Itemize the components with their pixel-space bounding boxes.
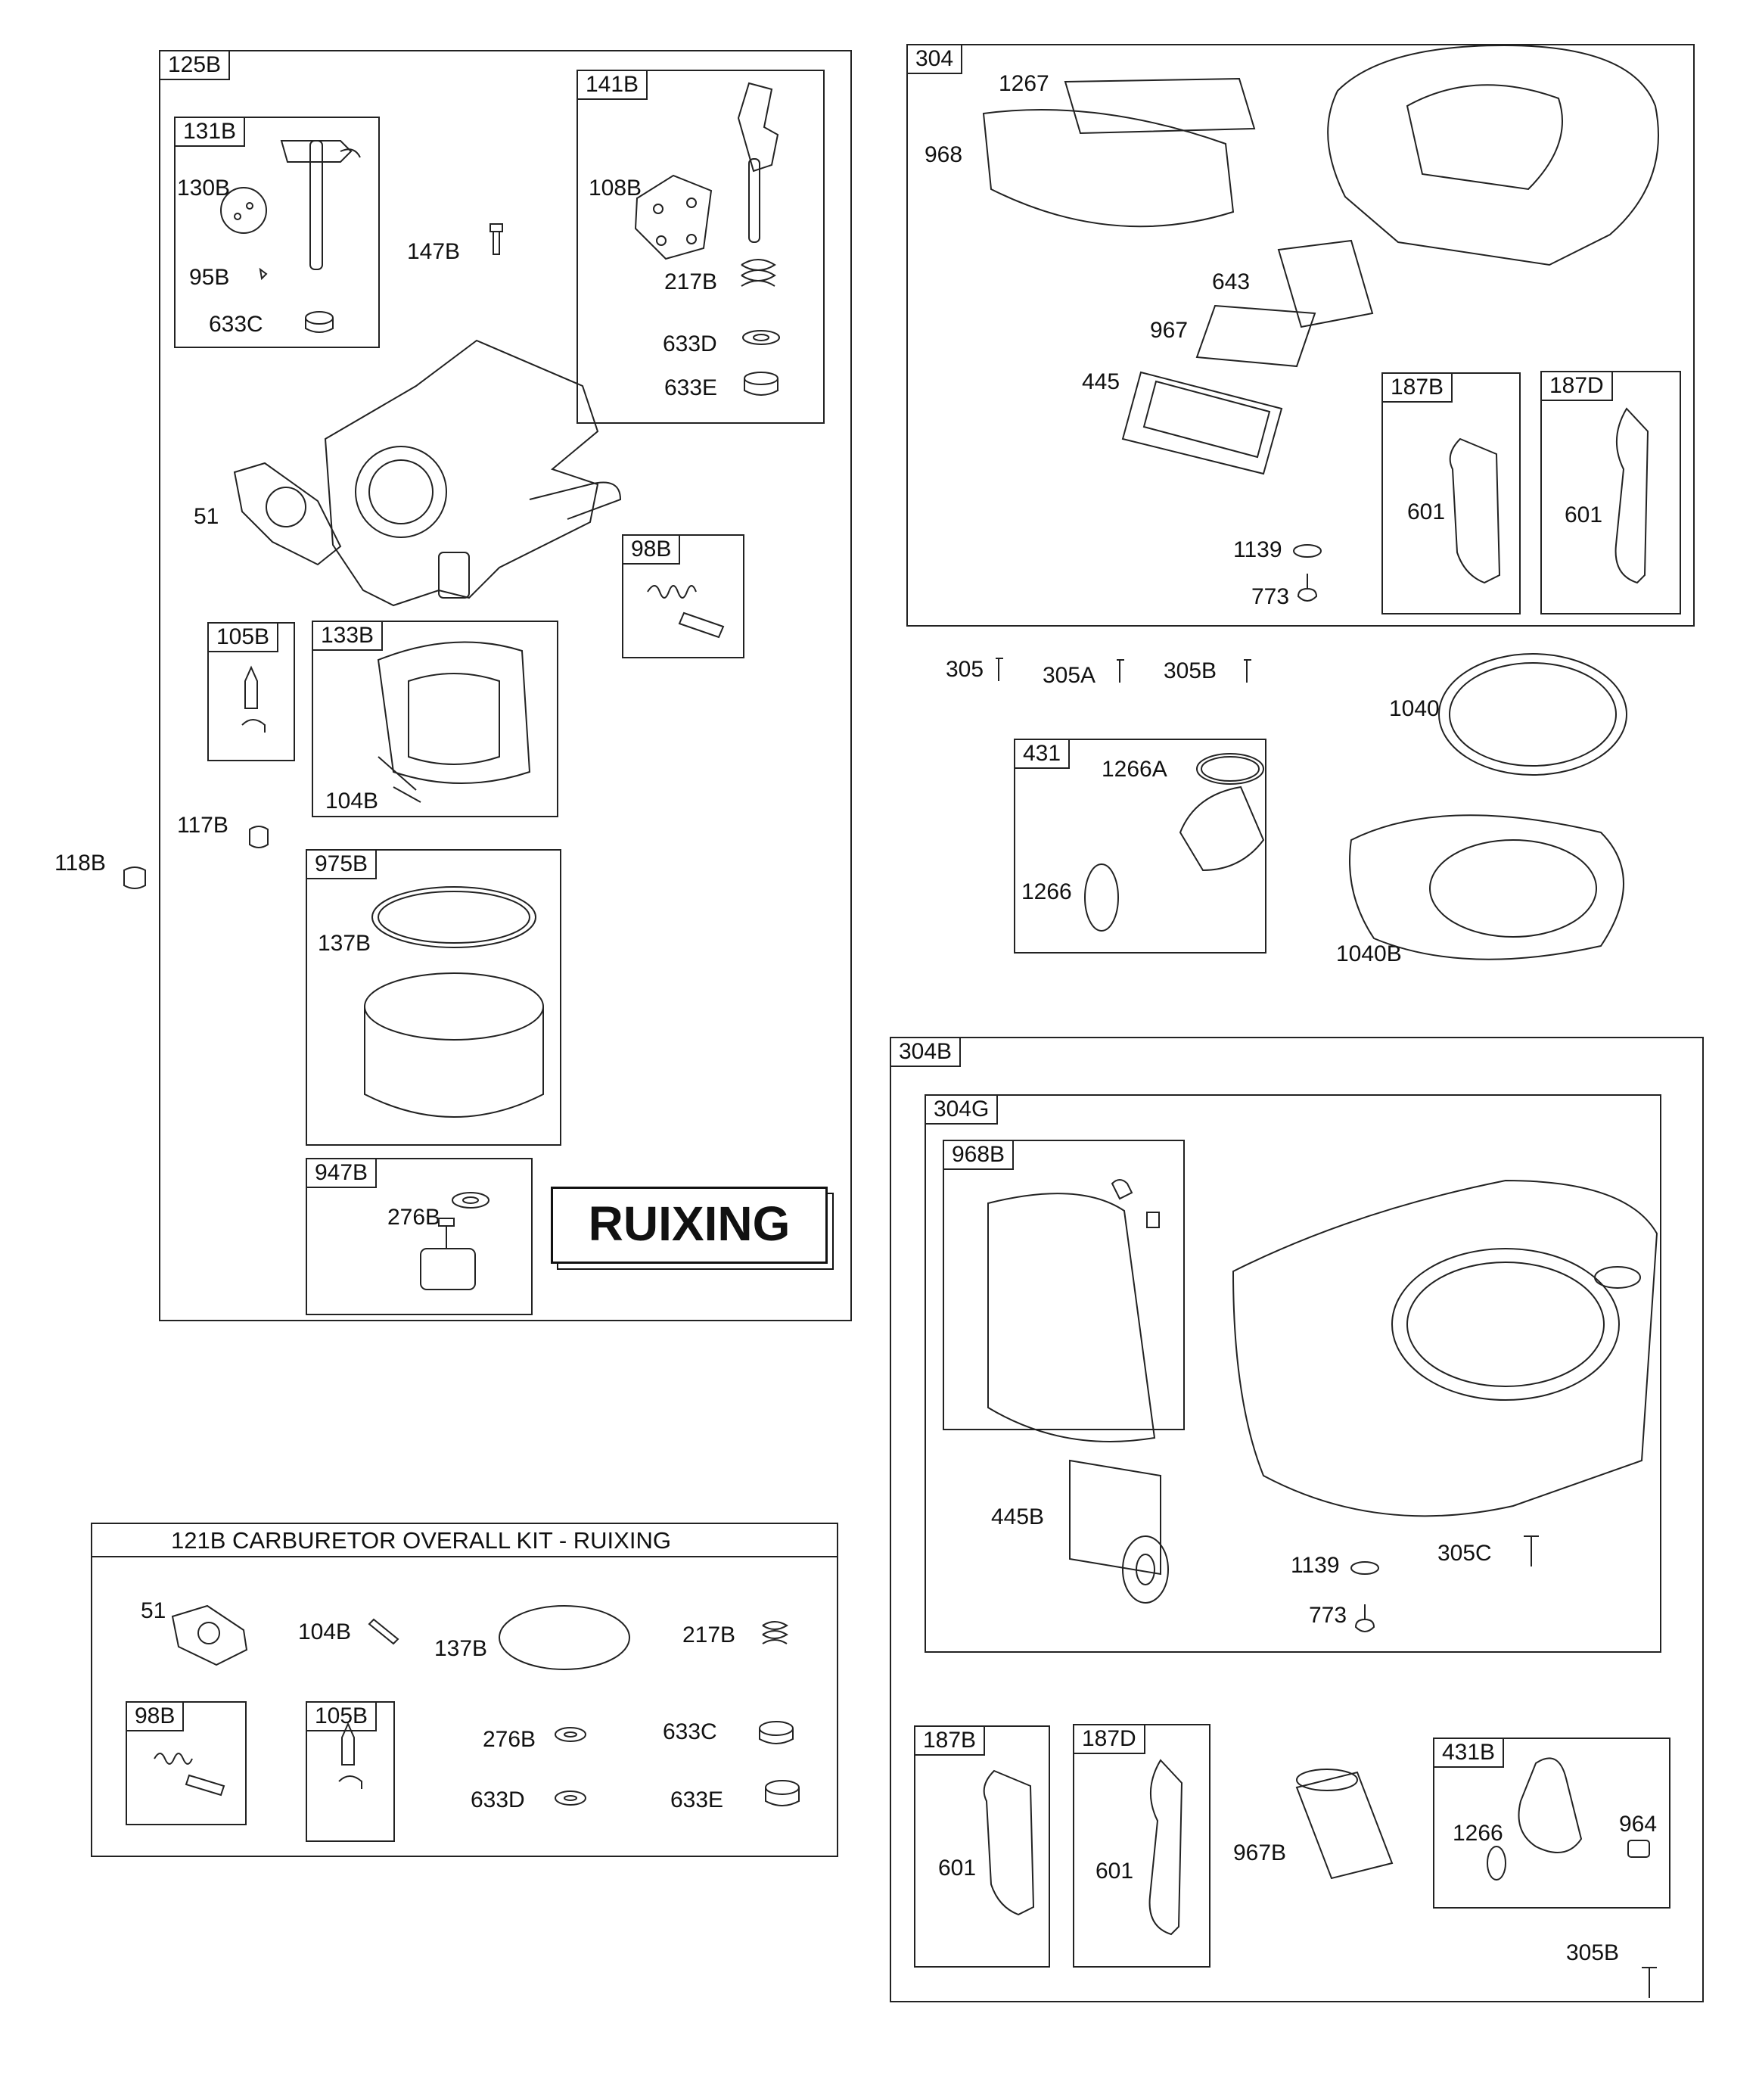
group-947B-frame [306, 1158, 533, 1315]
group-304-tag: 304 [906, 44, 963, 74]
label-1267: 1267 [999, 71, 1049, 96]
group-141B-tag: 141B [576, 70, 648, 100]
label-1040B: 1040B [1336, 941, 1402, 966]
label-305B: 305B [1164, 658, 1217, 683]
label-51: 51 [194, 504, 219, 529]
group-141B-frame [576, 70, 825, 424]
group-105B-tag: 105B [207, 622, 279, 652]
group-947B-tag: 947B [306, 1158, 378, 1188]
group-98B-tag: 98B [622, 534, 681, 565]
group-98B-frame [622, 534, 744, 658]
label-1139: 1139 [1233, 537, 1282, 562]
group-304G-frame [925, 1094, 1661, 1653]
label-104B: 104B [325, 789, 379, 814]
label-276B: 276B [387, 1205, 441, 1230]
group-968B-frame [943, 1140, 1185, 1430]
label-445: 445 [1082, 369, 1120, 394]
group-431-tag: 431 [1014, 739, 1071, 769]
label-967B: 967B [1233, 1840, 1287, 1865]
label-118B: 118B [54, 851, 106, 876]
label-601-d: 601 [1095, 1859, 1134, 1884]
group-187B-2-tag: 187B [914, 1725, 986, 1756]
group-431-frame [1014, 739, 1266, 954]
label-305C: 305C [1437, 1541, 1492, 1566]
label-305B-b: 305B [1566, 1940, 1620, 1965]
group-125B-frame [159, 50, 852, 1321]
label-633E: 633E [664, 375, 718, 400]
kit-label-633C: 633C [663, 1719, 717, 1744]
group-304-frame [906, 44, 1695, 627]
label-1040: 1040 [1389, 696, 1440, 721]
label-1266-b: 1266 [1453, 1821, 1503, 1846]
group-125B-tag: 125B [159, 50, 231, 80]
label-967: 967 [1150, 318, 1189, 343]
group-975B-tag: 975B [306, 849, 378, 879]
kit-98B-tag: 98B [126, 1701, 185, 1731]
label-147B: 147B [407, 239, 461, 264]
kit-label-276B: 276B [483, 1727, 536, 1752]
group-968B-tag: 968B [943, 1140, 1015, 1170]
brand-logo: RUIXING [551, 1187, 828, 1264]
group-187B-frame [1381, 372, 1521, 614]
group-133B-tag: 133B [312, 621, 384, 651]
label-1266: 1266 [1021, 879, 1072, 904]
group-187D-2-tag: 187D [1073, 1724, 1145, 1754]
kit-121B-title: 121B CARBURETOR OVERALL KIT - RUIXING [171, 1527, 671, 1554]
label-601-a: 601 [1407, 499, 1446, 524]
label-95B: 95B [189, 265, 230, 290]
group-431B-tag: 431B [1433, 1738, 1505, 1768]
group-187D-2-frame [1073, 1724, 1210, 1968]
group-131B-tag: 131B [174, 117, 246, 147]
label-1139-b: 1139 [1291, 1553, 1340, 1578]
label-964: 964 [1619, 1812, 1658, 1837]
label-305A: 305A [1043, 663, 1096, 688]
group-187B-2-frame [914, 1725, 1050, 1968]
label-217B: 217B [664, 269, 718, 294]
label-130B: 130B [177, 176, 231, 201]
kit-label-51: 51 [141, 1598, 166, 1623]
label-305: 305 [946, 657, 984, 682]
label-773-b: 773 [1309, 1603, 1347, 1628]
kit-label-217B: 217B [682, 1622, 736, 1647]
group-133B-frame [312, 621, 558, 817]
label-1266A: 1266A [1102, 757, 1167, 782]
group-304B-frame [890, 1037, 1704, 2002]
kit-label-104B: 104B [298, 1619, 352, 1644]
label-601-c: 601 [938, 1856, 977, 1881]
label-643: 643 [1212, 269, 1251, 294]
label-633D: 633D [663, 331, 717, 356]
kit-label-633E: 633E [670, 1787, 724, 1812]
label-445B: 445B [991, 1504, 1045, 1529]
label-108B: 108B [589, 176, 642, 201]
group-304G-tag: 304G [925, 1094, 999, 1125]
group-304B-tag: 304B [890, 1037, 962, 1067]
group-131B-frame [174, 117, 380, 348]
label-117B: 117B [177, 813, 228, 838]
plug-118B [124, 867, 145, 888]
label-773: 773 [1251, 584, 1290, 609]
kit-121B-title-bar [91, 1523, 838, 1557]
group-187B-tag: 187B [1381, 372, 1453, 403]
group-975B-frame [306, 849, 561, 1146]
kit-105B-tag: 105B [306, 1701, 378, 1731]
kit-98B-frame [126, 1701, 247, 1825]
group-431B-frame [1433, 1738, 1670, 1909]
kit-label-633D: 633D [471, 1787, 525, 1812]
label-968: 968 [925, 142, 963, 167]
kit-label-137B: 137B [434, 1636, 488, 1661]
label-137B: 137B [318, 931, 371, 956]
group-187D-frame [1540, 371, 1681, 614]
label-633C: 633C [209, 312, 263, 337]
label-601-b: 601 [1565, 502, 1603, 527]
group-187D-tag: 187D [1540, 371, 1613, 401]
